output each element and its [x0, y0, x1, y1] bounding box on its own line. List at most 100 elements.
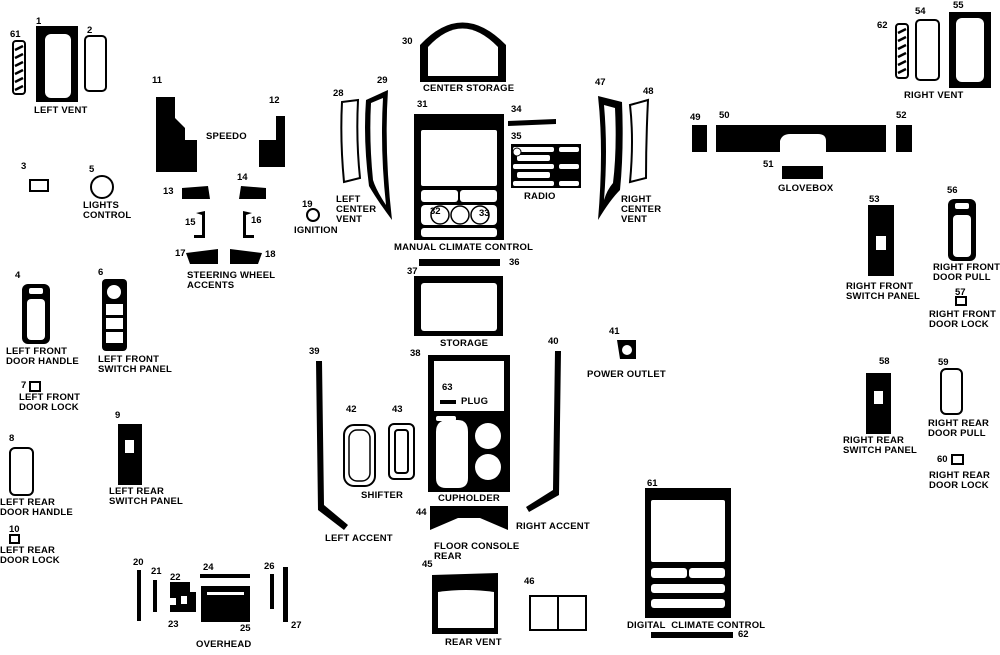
part-number-43: 43	[392, 404, 403, 415]
part-number-34: 34	[511, 104, 522, 115]
part-number-15: 15	[185, 217, 196, 228]
part-number-17: 17	[175, 248, 186, 259]
label-shifter: SHIFTER	[361, 490, 404, 501]
part-number-47: 47	[595, 77, 606, 88]
part-number-32: 32	[430, 206, 441, 217]
part-number-1: 1	[36, 16, 42, 27]
part-number-62-top: 62	[877, 20, 888, 31]
steering-accent-15-part	[194, 211, 205, 238]
part-3	[29, 179, 49, 192]
part-number-48: 48	[643, 86, 654, 97]
part-number-10: 10	[9, 524, 20, 535]
part-number-7: 7	[21, 380, 27, 391]
part-number-11: 11	[152, 75, 163, 86]
shifter-part	[343, 424, 376, 487]
part-number-19: 19	[302, 199, 313, 210]
part-number-12: 12	[269, 95, 280, 106]
part-number-38: 38	[410, 348, 421, 359]
part-number-35: 35	[511, 131, 522, 142]
ignition-part	[306, 208, 320, 222]
label-left-accent: LEFT ACCENT	[325, 533, 393, 544]
right-vent-slats-part	[895, 23, 909, 79]
label-left-rear-switch-panel: LEFT REAR SWITCH PANEL	[109, 486, 183, 507]
floor-console-rear-part	[430, 506, 508, 530]
part-number-58: 58	[879, 356, 890, 367]
part-number-42: 42	[346, 404, 357, 415]
radio-part	[511, 144, 581, 188]
label-left-front-door-lock: LEFT FRONT DOOR LOCK	[19, 392, 81, 413]
part-number-24: 24	[203, 562, 214, 573]
part-number-20: 20	[133, 557, 144, 568]
label-right-rear-switch-panel: RIGHT REAR SWITCH PANEL	[843, 435, 917, 456]
shifter-trim-part	[388, 423, 415, 480]
steering-accent-14-part	[239, 186, 266, 199]
left-vent-trim-part	[84, 35, 107, 92]
label-manual-climate-control: MANUAL CLIMATE CONTROL	[394, 242, 534, 253]
label-right-front-door-lock: RIGHT FRONT DOOR LOCK	[929, 309, 997, 330]
part-number-63: 63	[442, 382, 453, 393]
left-front-switch-panel-part	[102, 279, 127, 351]
steering-accent-13-part	[182, 186, 210, 199]
part-number-49: 49	[690, 112, 701, 123]
part-number-54: 54	[915, 6, 926, 17]
part-number-21: 21	[151, 566, 162, 577]
part-number-3: 3	[21, 161, 27, 172]
left-vent-part	[36, 26, 78, 102]
overhead-part	[137, 567, 288, 622]
part-number-46: 46	[524, 576, 535, 587]
label-storage: STORAGE	[440, 338, 489, 349]
power-outlet-part	[617, 340, 636, 359]
right-center-vent-trim-part	[628, 98, 650, 184]
label-digital-climate-control: DIGITAL CLIMATE CONTROL	[627, 620, 766, 631]
part-number-41: 41	[609, 326, 620, 337]
part-number-53: 53	[869, 194, 880, 205]
part-number-55: 55	[953, 0, 964, 11]
dash-strip-right-part	[896, 125, 912, 152]
part-number-51: 51	[763, 159, 774, 170]
left-front-door-lock-part	[29, 381, 41, 392]
label-glovebox: GLOVEBOX	[778, 183, 834, 194]
left-accent-part	[316, 361, 348, 530]
radio-top-accent-part	[508, 119, 556, 126]
label-right-vent: RIGHT VENT	[904, 90, 964, 101]
label-plug: PLUG	[461, 396, 489, 407]
part-number-56: 56	[947, 185, 958, 196]
label-cupholder: CUPHOLDER	[438, 493, 500, 504]
part-number-60: 60	[937, 454, 948, 465]
label-floor-console-rear: FLOOR CONSOLE REAR	[434, 541, 520, 562]
part-number-18: 18	[265, 249, 276, 260]
label-right-front-door-pull: RIGHT FRONT DOOR PULL	[933, 262, 1000, 283]
part-number-37: 37	[407, 266, 418, 277]
part-number-30: 30	[402, 36, 413, 47]
label-rear-vent: REAR VENT	[445, 637, 502, 648]
right-vent-trim-part	[915, 19, 940, 81]
label-ignition: IGNITION	[294, 225, 338, 236]
steering-accent-18-part	[230, 249, 262, 264]
part-number-59: 59	[938, 357, 949, 368]
left-center-vent-trim-part	[340, 98, 362, 184]
part-number-39: 39	[309, 346, 320, 357]
part-number-36: 36	[509, 257, 520, 268]
console-strip-part	[419, 259, 500, 266]
part-number-25: 25	[240, 623, 251, 634]
part-number-8: 8	[9, 433, 15, 444]
label-steering-wheel-accents: STEERING WHEEL ACCENTS	[187, 270, 276, 291]
steering-accent-17-part	[186, 249, 218, 264]
label-left-rear-door-lock: LEFT REAR DOOR LOCK	[0, 545, 60, 566]
digital-climate-strip-part	[651, 632, 733, 638]
part-number-45: 45	[422, 559, 433, 570]
rear-vent-part	[432, 573, 498, 634]
steering-accent-16-part	[243, 211, 254, 238]
dash-strip-center-part	[716, 125, 886, 153]
left-front-door-handle-part	[22, 284, 50, 344]
label-radio: RADIO	[524, 191, 556, 202]
left-vent-slats-part	[12, 40, 26, 95]
part-number-26: 26	[264, 561, 275, 572]
label-right-accent: RIGHT ACCENT	[516, 521, 590, 532]
manual-climate-control-part	[414, 114, 504, 240]
left-rear-door-handle-part	[9, 447, 34, 496]
speedo-left-part	[156, 97, 197, 172]
part-number-61-right: 61	[647, 478, 658, 489]
label-lights-control: LIGHTS CONTROL	[83, 200, 132, 221]
